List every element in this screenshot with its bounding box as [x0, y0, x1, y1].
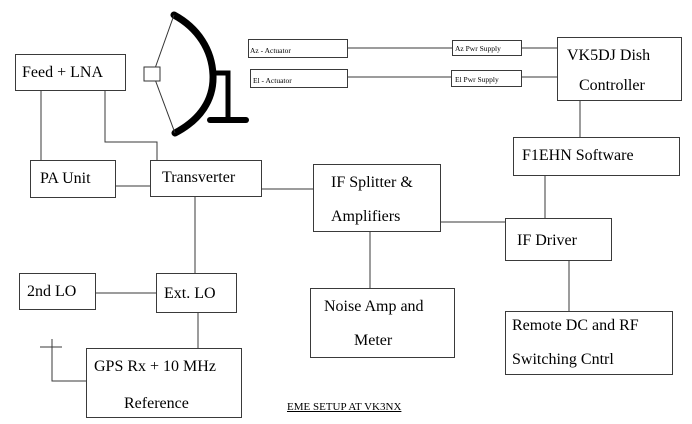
if-splitter-label-1: IF Splitter & [331, 174, 413, 191]
feed-lna-block: Feed + LNA [15, 54, 126, 91]
if-splitter-label-2: Amplifiers [331, 208, 401, 225]
dish-mount-icon [207, 70, 249, 123]
remote-switching-block: Remote DC and RF Switching Cntrl [505, 311, 673, 375]
ext-lo-block: Ext. LO [156, 273, 237, 313]
az-actuator-label: Az - Actuator [250, 46, 291, 55]
controller-label-1: VK5DJ Dish [567, 47, 651, 64]
if-driver-block: IF Driver [505, 218, 612, 261]
gps-reference-block: GPS Rx + 10 MHz Reference [86, 348, 242, 418]
dish-controller-block: VK5DJ Dish Controller [557, 37, 682, 101]
second-lo-block: 2nd LO [19, 273, 96, 310]
software-block: F1EHN Software [513, 137, 680, 176]
diagram-title: EME SETUP AT VK3NX [287, 401, 402, 413]
if-driver-label: IF Driver [517, 232, 577, 249]
noise-amp-label-2: Meter [354, 332, 393, 349]
el-actuator-block: El - Actuator [250, 69, 348, 88]
dish-antenna-icon [143, 11, 249, 137]
pa-unit-label: PA Unit [40, 170, 91, 187]
noise-amp-block: Noise Amp and Meter [310, 288, 455, 358]
gps-label-2: Reference [124, 395, 189, 412]
feed-horn-icon [143, 66, 161, 82]
software-label: F1EHN Software [522, 147, 634, 164]
pa-unit-block: PA Unit [30, 160, 116, 198]
gps-label-1: GPS Rx + 10 MHz [94, 358, 216, 375]
az-actuator-block: Az - Actuator [248, 39, 348, 58]
line-feed-transverter [104, 90, 158, 160]
noise-amp-label-1: Noise Amp and [324, 298, 424, 315]
ext-lo-label: Ext. LO [164, 285, 216, 302]
transverter-label: Transverter [162, 169, 236, 186]
remote-label-2: Switching Cntrl [512, 351, 614, 368]
second-lo-label: 2nd LO [27, 283, 77, 300]
feed-strut-top [152, 14, 175, 75]
feed-lna-label: Feed + LNA [22, 64, 104, 81]
az-pwr-supply-label: Az Pwr Supply [455, 44, 501, 53]
el-actuator-label: El - Actuator [253, 76, 292, 85]
az-pwr-supply-block: Az Pwr Supply [452, 40, 522, 56]
el-pwr-supply-label: El Pwr Supply [455, 75, 499, 84]
controller-label-2: Controller [579, 77, 645, 94]
line-gps-antenna [51, 339, 86, 382]
remote-label-1: Remote DC and RF [512, 317, 639, 334]
el-pwr-supply-block: El Pwr Supply [451, 70, 522, 87]
if-splitter-block: IF Splitter & Amplifiers [313, 164, 441, 232]
transverter-block: Transverter [150, 160, 262, 197]
dish-reflector [170, 11, 217, 137]
feed-strut-bottom [152, 73, 176, 134]
